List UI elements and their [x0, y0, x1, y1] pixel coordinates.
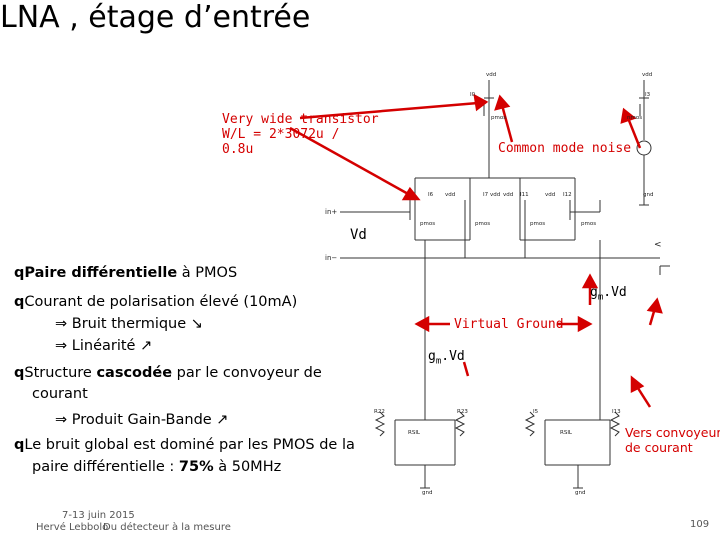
- label-r23: R23: [457, 409, 468, 415]
- label-gnd-1: gnd: [422, 490, 433, 496]
- label-pmos-1: pmos: [420, 221, 436, 227]
- label-vdd-top: vdd: [486, 72, 497, 78]
- bullet-marker: q: [14, 294, 25, 310]
- label-in-minus: in−: [325, 254, 338, 262]
- gm-right-sub: m: [597, 292, 604, 303]
- bullet-structure-cascodee: qStructure cascodée par le convoyeur de: [14, 363, 322, 383]
- gm-left-g: g: [428, 349, 436, 364]
- sub-bullet-gain-bande-text: Produit Gain-Bande ↗: [71, 412, 229, 428]
- label-vd: Vd: [350, 227, 367, 243]
- note-line-3: 0.8u: [222, 142, 254, 157]
- sub-bullet-linearite: ⇒ Linéarité ↗: [55, 336, 152, 356]
- label-lt: <: [654, 240, 662, 250]
- label-vdd-top2: vdd: [642, 72, 653, 78]
- note-line-2: W/L = 2*3072u /: [222, 127, 340, 142]
- label-vdd-a: vdd: [445, 192, 456, 198]
- bullet-4-text: Le bruit global est dominé par les PMOS …: [24, 437, 355, 453]
- label-i0: I0: [470, 92, 476, 98]
- note-vers-convoyeur: Vers convoyeur de courant: [625, 425, 720, 455]
- bullet-4-continuation: paire différentielle : 75% à 50MHz: [32, 457, 281, 477]
- bullet-marker: q: [14, 365, 25, 381]
- label-gnd-2: gnd: [575, 490, 586, 496]
- sub-bullet-gain-bande: ⇒ Produit Gain-Bande ↗: [55, 410, 228, 430]
- label-i6: I6: [428, 192, 434, 198]
- label-vdd-d: vdd: [545, 192, 556, 198]
- bullet-courant-polarisation: qCourant de polarisation élevé (10mA): [14, 292, 297, 312]
- label-pmos-2: pmos: [475, 221, 491, 227]
- bullet-3-pre: Structure: [24, 365, 97, 381]
- label-i3: I3: [645, 92, 651, 98]
- bullet-1-rest: à PMOS: [177, 265, 238, 281]
- label-pmos-3: pmos: [530, 221, 546, 227]
- label-i7: I7: [483, 192, 489, 198]
- note-very-wide-transistor: Very wide transistor W/L = 2*3072u / 0.8…: [222, 112, 379, 157]
- implies-icon: ⇒: [55, 412, 68, 428]
- gm-right-tail: .Vd: [603, 285, 627, 300]
- sub-bullet-bruit-text: Bruit thermique ↘: [71, 316, 203, 332]
- label-vdd-c: vdd: [503, 192, 514, 198]
- gm-right-g: g: [590, 285, 598, 300]
- note-virtual-ground: Virtual Ground: [454, 317, 564, 332]
- label-gm-vd-left: gm.Vd: [428, 349, 465, 367]
- slide-title: LNA , étage d’entrée: [0, 0, 311, 35]
- bullet-2-text: Courant de polarisation élevé (10mA): [24, 294, 298, 310]
- bullet-paire-differentielle: qPaire différentielle à PMOS: [14, 263, 237, 283]
- footer-date: 7-13 juin 2015: [62, 510, 135, 521]
- vers-line-2: de courant: [625, 440, 693, 455]
- bullet-marker: q: [14, 265, 25, 281]
- label-in-plus: in+: [325, 208, 338, 216]
- gm-left-tail: .Vd: [441, 349, 465, 364]
- label-i12: I12: [563, 192, 572, 198]
- label-nmos-top: nmos: [627, 115, 643, 121]
- label-i13: I13: [612, 409, 621, 415]
- footer-subtitle: Du détecteur à la mesure: [103, 522, 231, 533]
- gm-left-sub: m: [435, 356, 442, 367]
- label-rsil-1: RSIL: [408, 430, 420, 436]
- bullet-marker: q: [14, 437, 25, 453]
- label-vdd-b: vdd: [490, 192, 501, 198]
- sub-bullet-bruit: ⇒ Bruit thermique ↘: [55, 314, 203, 334]
- label-pmos-top: pmos: [491, 115, 507, 121]
- label-pmos-4: pmos: [581, 221, 597, 227]
- bullet-3-bold: cascodée: [96, 365, 173, 381]
- note-common-mode-noise: Common mode noise: [498, 141, 632, 156]
- bullet-3-continuation: courant: [32, 386, 88, 402]
- note-line-1: Very wide transistor: [222, 112, 379, 127]
- bullet-3-post: par le convoyeur de: [172, 365, 322, 381]
- label-gnd-right: gnd: [643, 192, 654, 198]
- label-r22: R22: [374, 409, 385, 415]
- bullet-4-cont-pre: paire différentielle :: [32, 459, 179, 475]
- implies-icon: ⇒: [55, 316, 68, 332]
- footer-author: Hervé Lebbolo: [36, 522, 109, 533]
- bullet-4-bold: 75%: [178, 459, 214, 475]
- vers-line-1: Vers convoyeur: [625, 425, 720, 440]
- sub-bullet-linearite-text: Linéarité ↗: [71, 338, 153, 354]
- bullet-1-bold: Paire différentielle: [24, 265, 178, 281]
- bullet-4-post: à 50MHz: [213, 459, 282, 475]
- label-rsil-2: RSIL: [560, 430, 572, 436]
- implies-icon: ⇒: [55, 338, 68, 354]
- label-i5: I5: [533, 409, 539, 415]
- label-gm-vd-right: gm.Vd: [590, 285, 627, 303]
- page-number: 109: [690, 519, 710, 530]
- label-i11: I11: [520, 192, 529, 198]
- bullet-bruit-global: qLe bruit global est dominé par les PMOS…: [14, 435, 355, 455]
